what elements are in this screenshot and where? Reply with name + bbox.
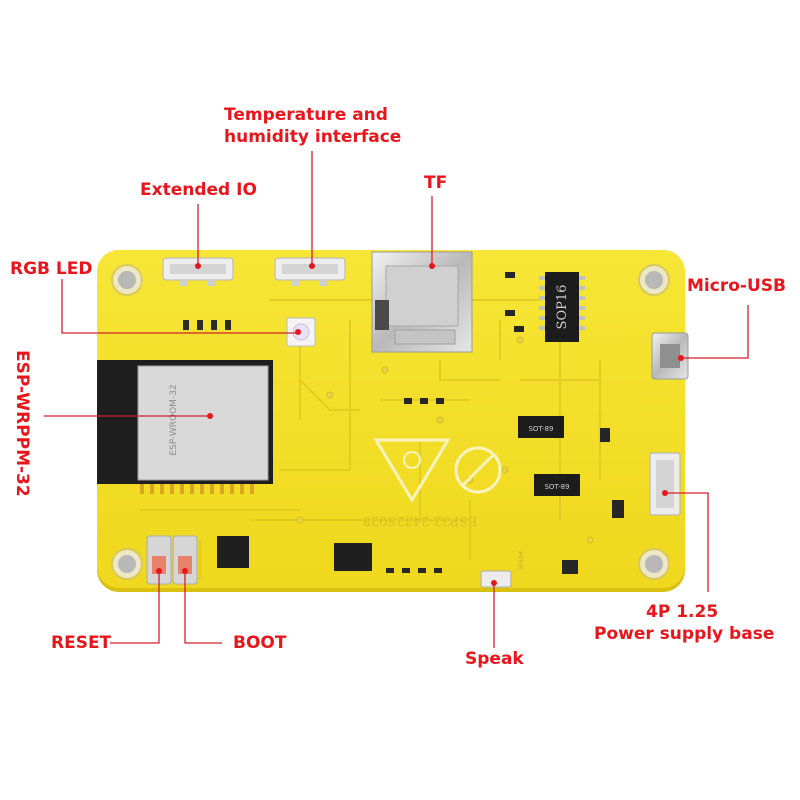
board-name: ESP32-2432S028 [363,513,478,528]
boot-label: BOOT [233,633,287,653]
extended-io-label: Extended IO [140,180,257,200]
speak-silk: SPEAK [518,550,525,570]
regulator1-label: SOT-89 [528,425,553,433]
tf-card-slot [371,251,473,353]
regulator-sot89-2: SOT-89 [534,474,580,496]
module-label: ESP-WRPPM-32 [12,350,32,497]
micro-usb-label: Micro-USB [687,276,786,296]
qfn-chip [217,536,249,568]
regulator-sot89-1: SOT-89 [518,416,564,438]
temperature-humidity-connector [274,257,346,286]
indicator-leds [183,320,231,330]
pcb-board [97,250,685,592]
callout-leader-lines [44,151,749,648]
power-supply-label-line1: 4P 1.25 [646,602,719,622]
sop16-chip: SOP16 [539,272,585,342]
micro-usb-port [651,332,689,380]
reset-label: RESET [51,633,112,653]
rgb-led-label: RGB LED [10,259,93,279]
soic-chip [334,543,372,571]
power-connector-4p [649,452,681,516]
recycle-triangle-icon [373,438,451,503]
temperature-humidity-label-line1: Temperature and [224,105,388,125]
power-supply-label-line2: Power supply base [594,624,775,644]
pb-free-icon [454,446,502,494]
tf-label: TF [424,173,448,193]
speak-label: Speak [465,649,524,669]
speaker-connector: SPEAK [480,550,525,588]
chip-label: SOP16 [555,285,570,330]
regulator2-label: SOT-89 [544,483,569,491]
mounting-hole-icon [111,264,670,580]
reset-button [146,535,172,585]
module-silkscreen: ESP-WROOM-32 [169,384,179,455]
temperature-humidity-label-line2: humidity interface [224,127,402,147]
esp32-module: ESP-WROOM-32 [97,360,273,494]
smd-components [386,272,624,574]
